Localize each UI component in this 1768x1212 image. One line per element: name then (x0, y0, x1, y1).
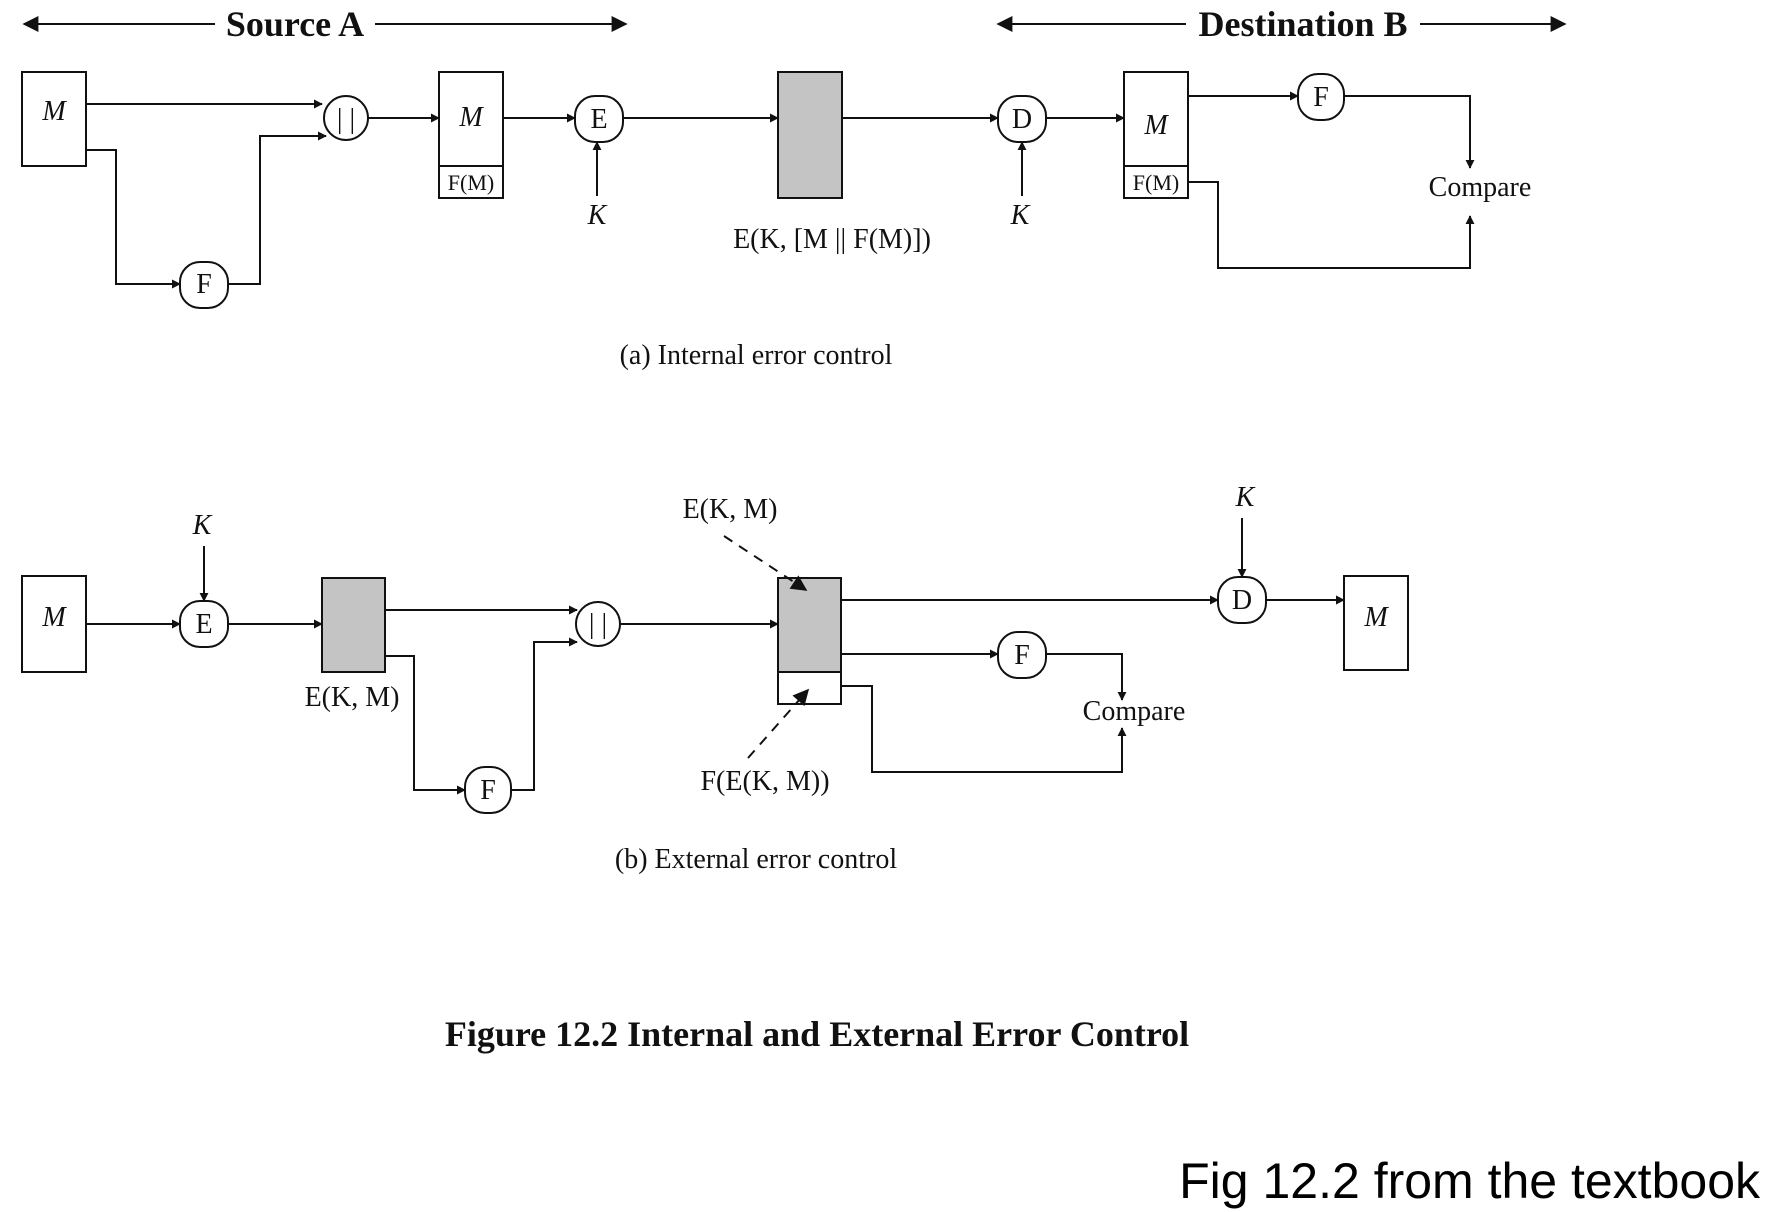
packet-message-label: M (458, 102, 484, 133)
caption-internal: (a) Internal error control (620, 340, 893, 371)
packet-hash (438, 165, 504, 199)
decrypt-label: D (1012, 104, 1032, 135)
decrypt-label-b: D (1232, 585, 1252, 616)
dest-packet-hash-label: F(M) (1133, 170, 1179, 195)
dest-hash-function-label-b: F (1014, 640, 1030, 671)
output-message-box (1343, 575, 1409, 671)
key-label-b-encrypt: K (192, 510, 213, 541)
packet-message (438, 71, 504, 167)
concat-label-b: | | (589, 609, 607, 640)
textbook-note: Fig 12.2 from the textbook (1179, 1153, 1761, 1209)
figure-title: Figure 12.2 Internal and External Error … (445, 1014, 1189, 1054)
diagram-external: M E K E(K, M) F | | E(K, M) F(E(K, M)) (21, 482, 1409, 875)
message-box (21, 71, 87, 167)
hash-function-label: F (196, 269, 212, 300)
dest-hash-function-label: F (1313, 82, 1329, 113)
packet-bottom-label: F(E(K, M)) (700, 766, 829, 797)
dest-packet-message-label: M (1143, 110, 1169, 141)
compare-label-b: Compare (1083, 696, 1186, 727)
message-box-b (21, 575, 87, 673)
message-label: M (41, 96, 67, 127)
output-message-label: M (1363, 602, 1389, 633)
packet-top-label: E(K, M) (683, 494, 778, 525)
concat-label: | | (337, 104, 355, 135)
compare-label: Compare (1429, 172, 1532, 203)
ciphertext-block-b (321, 577, 386, 673)
hash-function-label-b: F (480, 775, 496, 806)
header-destination: Destination B (996, 4, 1567, 44)
encrypt-label: E (590, 104, 607, 135)
source-label: Source A (226, 4, 364, 44)
caption-external: (b) External error control (615, 844, 897, 875)
destination-label: Destination B (1198, 4, 1407, 44)
message-label-b: M (41, 602, 67, 633)
ciphertext-block (777, 71, 843, 199)
header-source: Source A (22, 4, 628, 44)
key-label-b-decrypt: K (1235, 482, 1256, 513)
packet-ciphertext-b (777, 577, 842, 673)
packet-hash-label: F(M) (448, 170, 494, 195)
ciphertext-label: E(K, [M || F(M)]) (733, 224, 931, 255)
ciphertext-label-b: E(K, M) (305, 682, 400, 713)
key-label-encrypt: K (587, 200, 608, 231)
dest-packet-message (1123, 71, 1189, 167)
encrypt-label-b: E (195, 609, 212, 640)
key-label-decrypt: K (1010, 200, 1031, 231)
packet-hash-b (777, 671, 842, 705)
diagram-internal: M F | | M F(M) E K E(K, [M || F(M)]) (21, 71, 1532, 371)
